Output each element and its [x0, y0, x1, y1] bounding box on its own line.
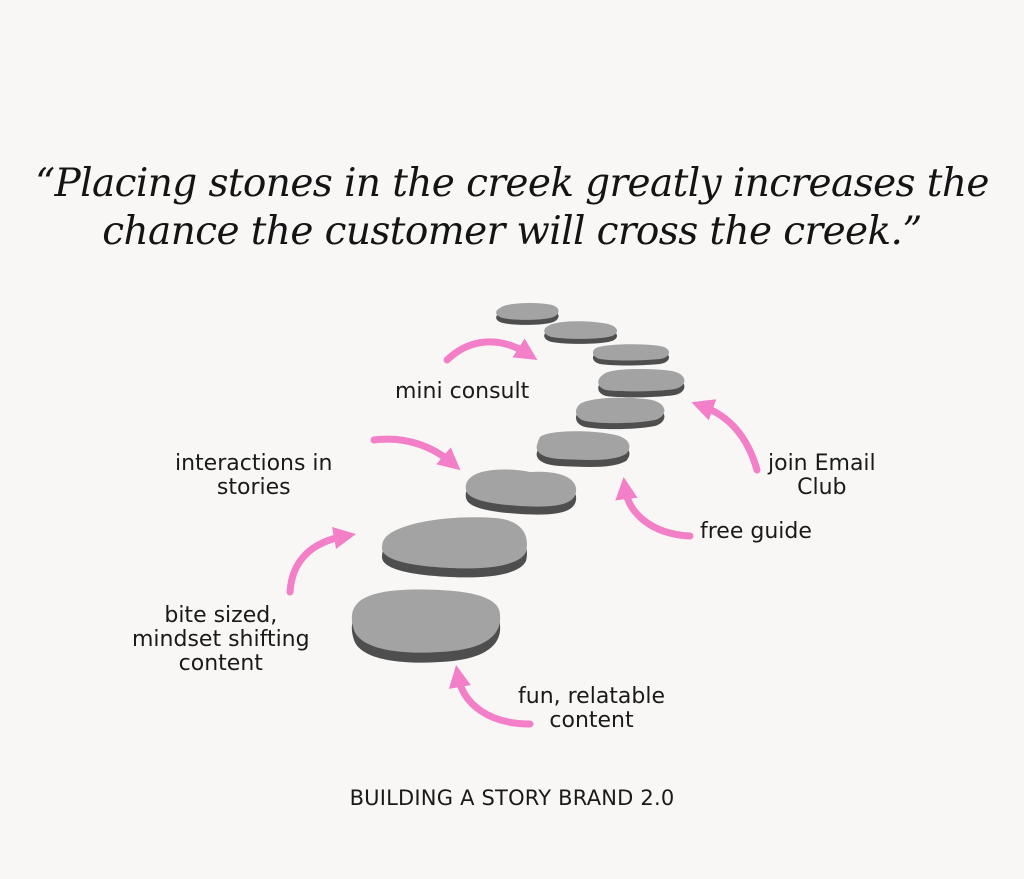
- label-bite-line-1: bite sized,: [164, 603, 278, 628]
- label-bite-line-3: content: [178, 651, 263, 676]
- label-mini-consult: mini consult: [395, 380, 529, 404]
- stone-5: [575, 397, 665, 430]
- label-bite-sized-content: bite sized, mindset shifting content: [132, 604, 310, 676]
- arrow-to-stone-5: [691, 399, 761, 474]
- label-join-line-2: Club: [797, 475, 847, 500]
- label-interactions-in-stories: interactions in stories: [175, 452, 333, 500]
- arrow-to-stone-3: [370, 435, 461, 471]
- label-bite-line-2: mindset shifting: [132, 627, 310, 652]
- stone-1: [351, 589, 501, 663]
- quote-line-2: chance the customer will cross the creek…: [102, 209, 922, 254]
- label-join-line-1: join Email: [768, 451, 876, 476]
- stone-4: [536, 431, 630, 467]
- arrow-to-stone-7: [443, 338, 538, 364]
- stone-8: [544, 321, 617, 344]
- label-join-email-club: join Email Club: [768, 452, 876, 500]
- stone-7: [592, 344, 669, 366]
- label-free-guide: free guide: [700, 520, 812, 544]
- label-fun-line-1: fun, relatable: [518, 684, 666, 709]
- stone-3: [465, 469, 577, 515]
- label-fun-relatable-content: fun, relatable content: [518, 685, 665, 733]
- arrow-to-stone-2: [286, 526, 357, 596]
- quote-text: “Placing stones in the creek greatly inc…: [0, 160, 1024, 256]
- footer-title: BUILDING A STORY BRAND 2.0: [349, 786, 675, 810]
- stone-9: [496, 303, 559, 325]
- label-free-guide-text: free guide: [700, 519, 812, 544]
- label-interactions-line-1: interactions in: [175, 451, 333, 476]
- label-fun-line-2: content: [549, 708, 634, 733]
- stone-6: [598, 369, 685, 398]
- label-interactions-line-2: stories: [216, 475, 291, 500]
- stone-2: [382, 517, 527, 578]
- quote-line-1: “Placing stones in the creek greatly inc…: [35, 161, 989, 206]
- label-mini-consult-text: mini consult: [395, 379, 530, 404]
- arrow-to-stone-1: [448, 664, 534, 728]
- arrow-to-stone-4: [615, 476, 694, 540]
